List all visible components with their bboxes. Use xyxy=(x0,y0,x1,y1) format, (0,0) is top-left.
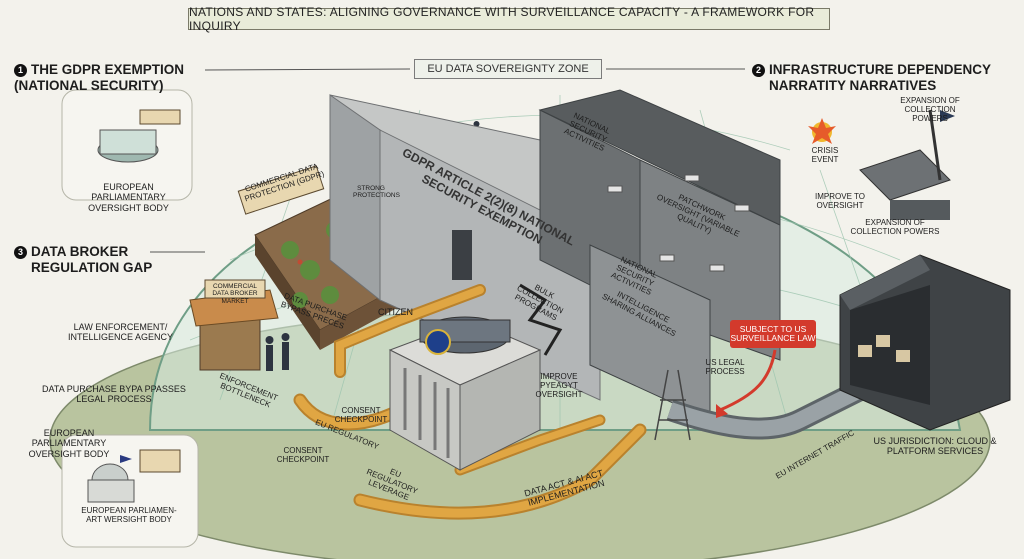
page-title: NATIONS AND STATES: ALIGNING GOVERNANCE … xyxy=(188,5,830,33)
section-2-title-line1: INFRASTRUCTURE DEPENDENCY xyxy=(769,62,992,77)
market-sign: COMMERCIAL DATA BROKER MARKET xyxy=(212,283,258,305)
label-law-enforcement: LAW ENFORCEMENT/ INTELLIGENCE AGENCY xyxy=(67,322,174,343)
label-eu-oversight-left: EUROPEAN PARLIAMENTARY OVERSIGHT BODY xyxy=(28,428,110,459)
us-law-arrow-head xyxy=(716,404,728,418)
label-expansion-top: EXPANSION OF COLLECTION POWERS xyxy=(900,96,960,124)
section-1-heading: 1 THE GDPR EXEMPTION (NATIONAL SECURITY) xyxy=(14,62,204,93)
market-stall xyxy=(189,279,279,371)
section-1-title-line1: THE GDPR EXEMPTION xyxy=(31,62,185,77)
section-2-title-line2: NARRATITY NARRATIVES xyxy=(769,77,937,93)
data-pipes xyxy=(293,284,647,520)
section-2-number: 2 xyxy=(752,63,765,77)
internet-traffic-pipe xyxy=(666,370,885,440)
section-1-body-label: EUROPEAN PARLIAMENTARY OVERSIGHT BODY xyxy=(88,182,169,213)
label-data-purchase-left: DATA PURCHASE BYPA PPASSES LEGAL PROCESS xyxy=(42,384,186,405)
label-crisis-event: CRISIS EVENT xyxy=(811,146,839,165)
label-improve-oversight: IMPROVE PYEAGYT OVERSIGHT xyxy=(535,372,583,400)
us-law-arrow xyxy=(719,349,777,412)
section-1-number: 1 xyxy=(14,63,27,77)
national-security-walls xyxy=(519,89,781,421)
label-consent-checkpoint-2: CONSENT CHECKPOINT xyxy=(276,446,330,465)
top-left-oversight-building xyxy=(61,89,193,201)
section-3-heading: 3 DATA BROKER REGULATION GAP xyxy=(14,244,164,275)
label-improve-to-oversight: IMPROVE TO OVERSIGHT xyxy=(815,192,865,211)
eu-zone-label: EU DATA SOVEREIGNTY ZONE xyxy=(414,59,602,79)
section-2-heading: 2 INFRASTRUCTURE DEPENDENCY NARRATITY NAR… xyxy=(752,62,1014,93)
label-us-legal-process: US LEGAL PROCESS xyxy=(705,358,745,377)
gdpr-wall xyxy=(329,94,602,401)
collection-machinery xyxy=(808,109,955,220)
label-subject-us-law: SUBJECT TO US SURVEILLANCE LAW xyxy=(730,320,816,348)
callout-lines xyxy=(150,68,745,253)
transmission-tower xyxy=(654,369,691,441)
label-citizen: CITIZEN xyxy=(378,307,413,317)
section-1-title-line2: (NATIONAL SECURITY) xyxy=(14,77,164,93)
label-european-parliament-bottom: EUROPEAN PARLIAMEN- ART WERSIGHT BODY xyxy=(81,506,177,525)
central-building xyxy=(388,316,542,471)
bottom-left-parliament-building xyxy=(61,434,199,548)
section-3-title-line2: REGULATION GAP xyxy=(31,259,153,275)
us-warehouse xyxy=(839,254,1011,431)
label-expansion-bottom: EXPANSION OF COLLECTION POWERS xyxy=(850,218,940,237)
label-strong-protections: STRONG PROTECTIONS xyxy=(353,185,400,200)
section-3-number: 3 xyxy=(14,245,27,259)
label-consent-checkpoint-1: CONSENT CHECKPOINT xyxy=(334,406,388,425)
section-3-title-line1: DATA BROKER xyxy=(31,244,129,259)
label-us-jurisdiction: US JURISDICTION: CLOUD & PLATFORM SERVIC… xyxy=(873,436,997,457)
